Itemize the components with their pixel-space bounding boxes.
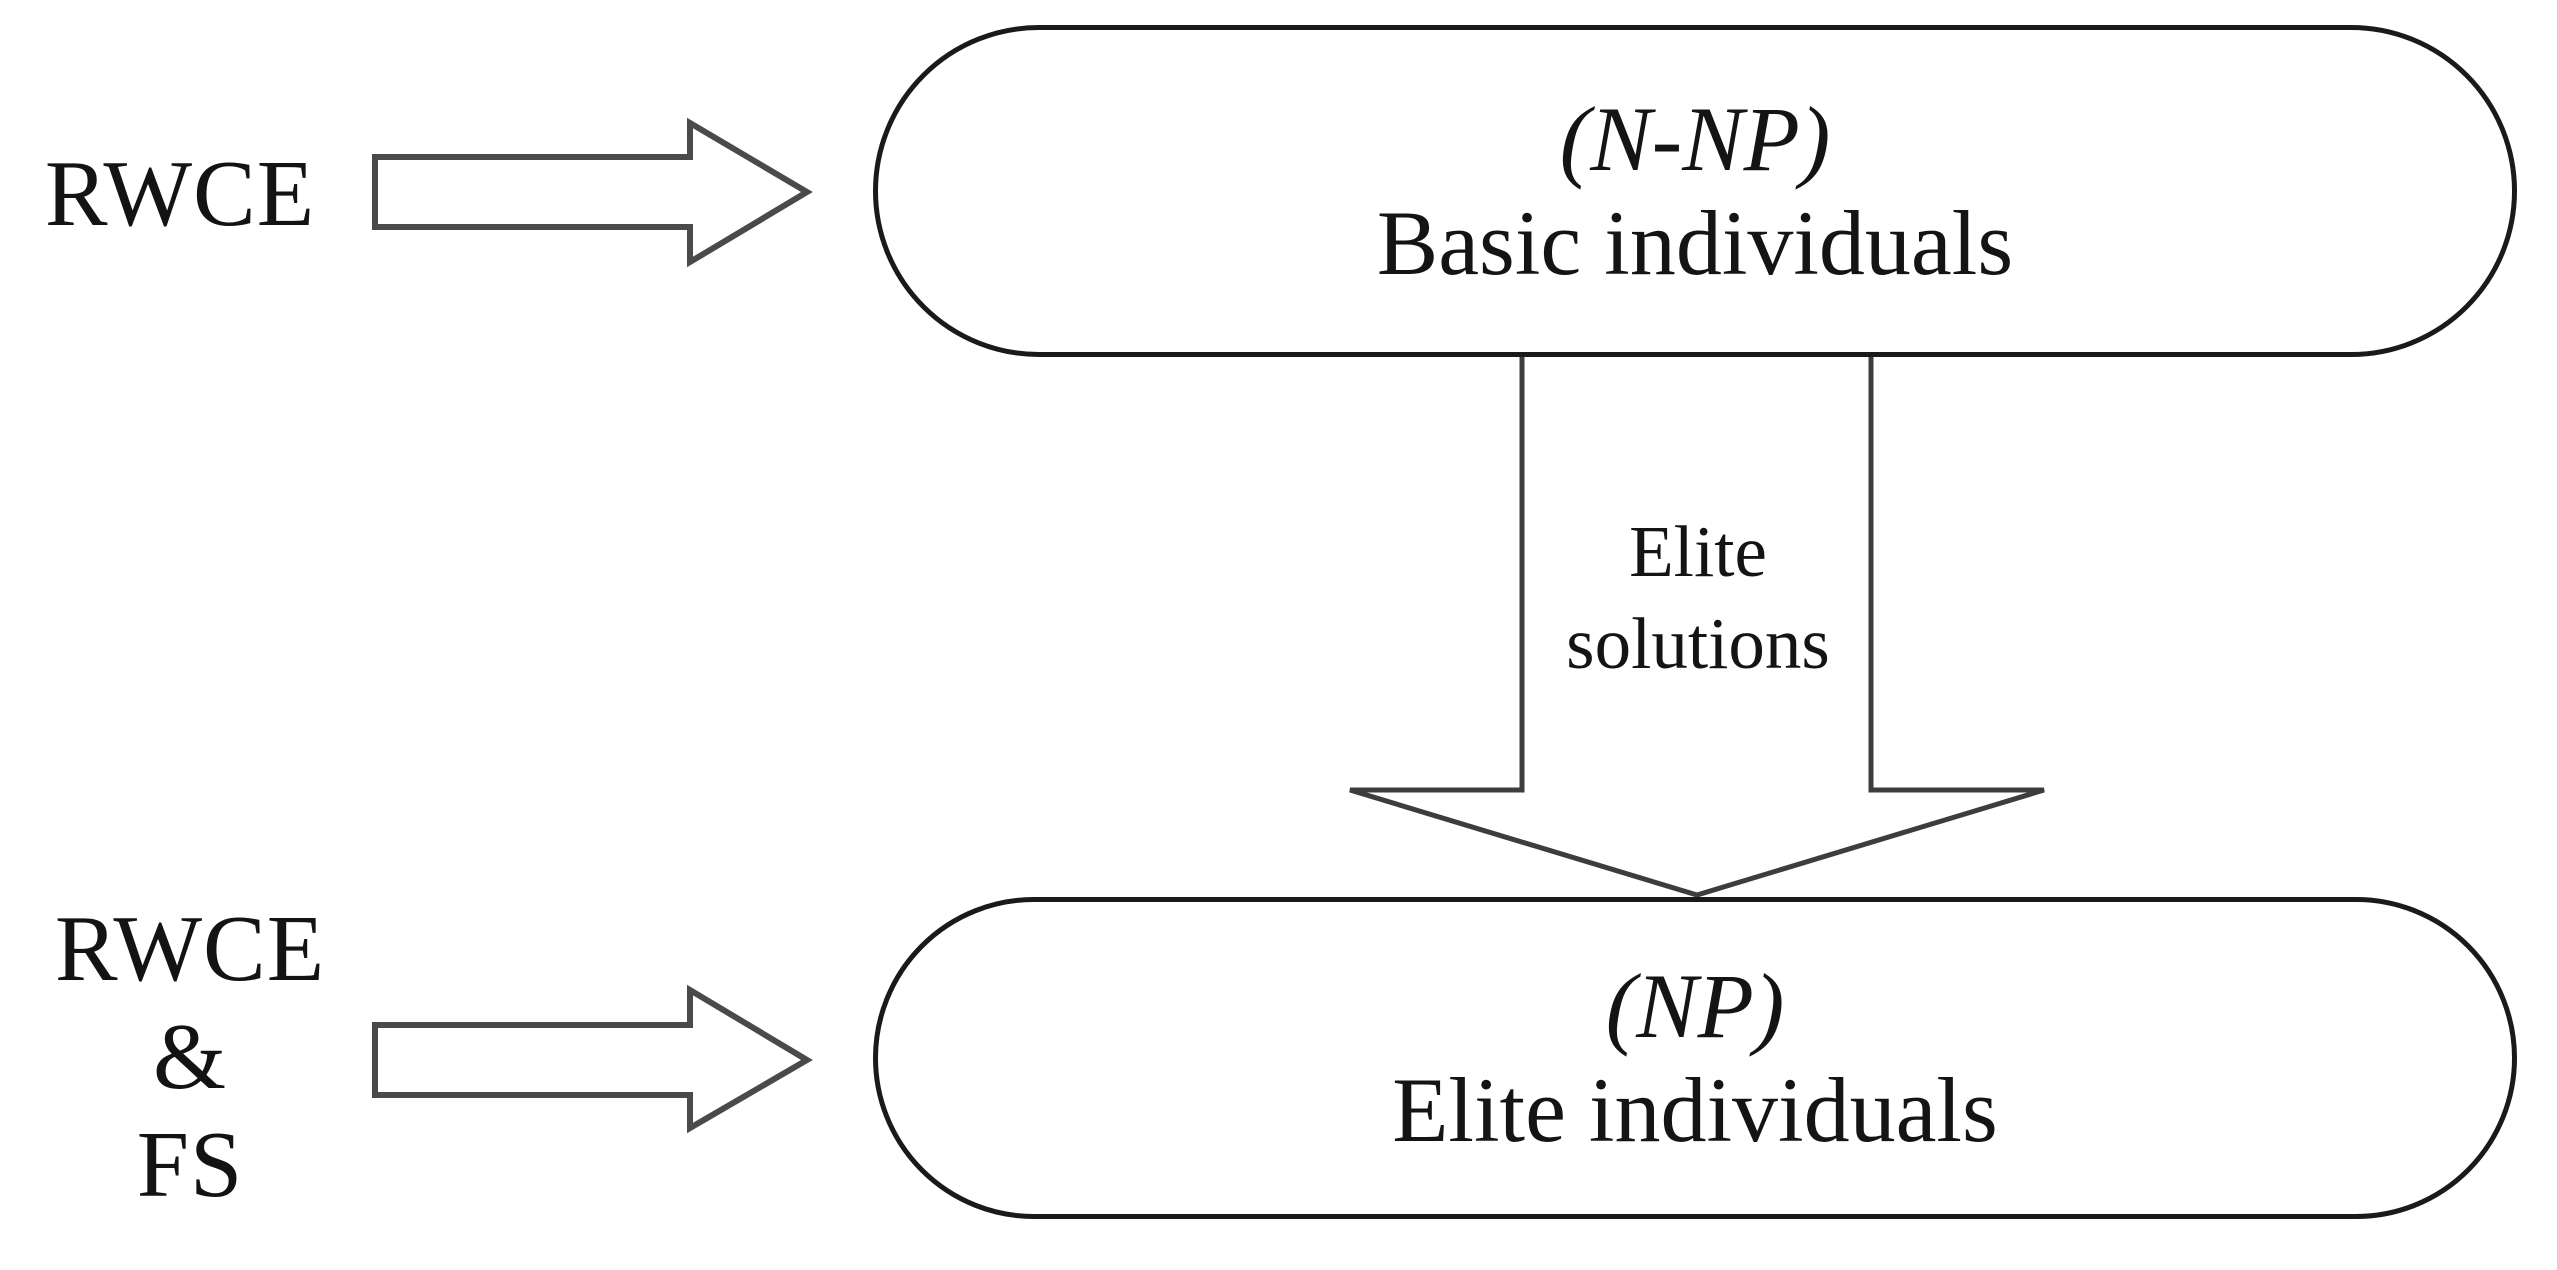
- rwce-fs-source-label-line1: RWCE: [54, 897, 326, 1001]
- elite-individuals-node-param: (NP): [1605, 955, 1785, 1057]
- rwce-fs-source-label-line3: FS: [136, 1113, 244, 1217]
- right-arrow-icon: [372, 984, 813, 1134]
- elite-solutions-label: Elite solutions: [1524, 506, 1872, 690]
- rwce-fs-source-label-line2: &: [152, 1005, 228, 1109]
- basic-individuals-node: (N-NP) Basic individuals: [873, 25, 2517, 357]
- right-arrow-icon: [372, 117, 813, 268]
- basic-individuals-node-param: (N-NP): [1559, 88, 1831, 190]
- rwce-source-label: RWCE: [25, 140, 335, 248]
- elite-individuals-node-label: Elite individuals: [1392, 1059, 1998, 1161]
- basic-individuals-node-label: Basic individuals: [1376, 192, 2014, 294]
- rwce-fs-source-label: RWCE & FS: [35, 895, 345, 1219]
- elite-individuals-node: (NP) Elite individuals: [873, 897, 2517, 1219]
- rwce-source-label-text: RWCE: [44, 142, 316, 246]
- elite-solutions-label-line1: Elite: [1629, 511, 1767, 592]
- elite-solutions-label-line2: solutions: [1566, 603, 1830, 684]
